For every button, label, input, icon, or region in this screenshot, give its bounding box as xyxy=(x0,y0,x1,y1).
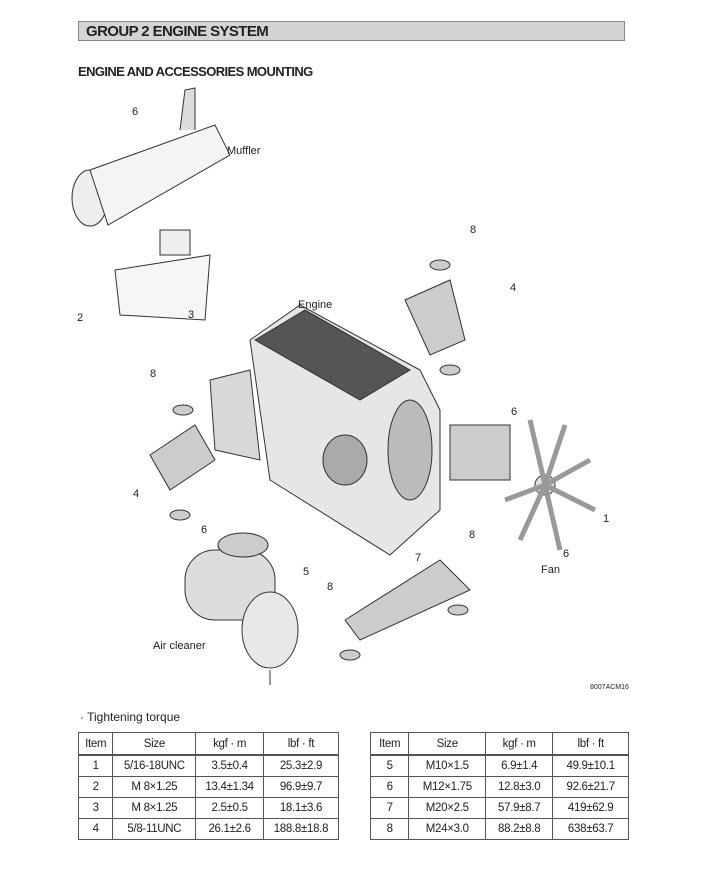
header-item: Item xyxy=(369,732,410,756)
air-cleaner-label: Air cleaner xyxy=(153,640,206,652)
cell: 2 xyxy=(77,776,114,798)
cell: 188.8±18.8 xyxy=(262,818,340,840)
header-size: Size xyxy=(408,732,487,756)
table-header: Item Size kgf · m lbf · ft xyxy=(77,732,340,756)
cell: 638±63.7 xyxy=(552,818,629,840)
cell: 8 xyxy=(369,818,410,840)
header-lbf: lbf · ft xyxy=(262,732,340,756)
callout-8: 8 xyxy=(469,529,476,541)
table-header: Item Size kgf · m lbf · ft xyxy=(369,732,629,756)
callout-6: 6 xyxy=(201,524,208,536)
cell: 57.9±8.7 xyxy=(485,797,554,819)
group-title: GROUP 2 ENGINE SYSTEM xyxy=(78,21,625,41)
air-cleaner-drawing xyxy=(184,532,299,685)
callout-5: 5 xyxy=(303,566,310,578)
torque-title: · Tightening torque xyxy=(80,710,181,724)
cell: 49.9±10.1 xyxy=(552,754,629,777)
muffler-label: Muffler xyxy=(227,145,261,157)
cell: 1 xyxy=(77,754,114,777)
engine-label: Engine xyxy=(298,299,333,311)
cell: 88.2±8.8 xyxy=(485,818,554,840)
cell: 3.5±0.4 xyxy=(195,754,264,777)
engine-mounting-diagram xyxy=(71,87,597,685)
cell: 96.9±9.7 xyxy=(262,776,340,798)
muffler-drawing xyxy=(71,87,231,321)
cell: 2.5±0.5 xyxy=(195,797,264,819)
callout-8: 8 xyxy=(150,368,157,380)
header-kgf: kgf · m xyxy=(485,732,554,756)
cell: 92.6±21.7 xyxy=(552,776,629,798)
cell: 13.4±1.34 xyxy=(195,776,264,798)
engine-drawing xyxy=(209,304,441,556)
callout-8: 8 xyxy=(470,224,477,236)
cell: 18.1±3.6 xyxy=(262,797,340,819)
cell: 26.1±2.6 xyxy=(195,818,264,840)
header-kgf: kgf · m xyxy=(195,732,264,756)
cell: 6 xyxy=(369,776,410,798)
cell: 12.8±3.0 xyxy=(485,776,554,798)
cell: M 8×1.25 xyxy=(112,776,197,798)
cell: 7 xyxy=(369,797,410,819)
callout-7: 7 xyxy=(415,552,422,564)
callout-3: 3 xyxy=(188,309,195,321)
cell: 5/16-18UNC xyxy=(112,754,197,777)
callout-2: 2 xyxy=(77,312,84,324)
callout-4: 4 xyxy=(510,282,517,294)
fan-drawing xyxy=(449,419,597,551)
fan-label: Fan xyxy=(541,564,560,576)
cell: 25.3±2.9 xyxy=(262,754,340,777)
cell: M24×3.0 xyxy=(408,818,487,840)
cell: 3 xyxy=(77,797,114,819)
mounts-drawing xyxy=(149,259,471,661)
cell: M10×1.5 xyxy=(408,754,487,777)
callout-8: 8 xyxy=(327,581,334,593)
cell: 419±62.9 xyxy=(552,797,629,819)
header-lbf: lbf · ft xyxy=(552,732,629,756)
callout-6: 6 xyxy=(511,406,518,418)
cell: 5/8-11UNC xyxy=(112,818,197,840)
cell: M 8×1.25 xyxy=(112,797,197,819)
callout-6: 6 xyxy=(563,548,570,560)
cell: 5 xyxy=(369,754,410,777)
section-title: ENGINE AND ACCESSORIES MOUNTING xyxy=(78,64,313,79)
callout-4: 4 xyxy=(133,488,140,500)
callout-1: 1 xyxy=(603,513,610,525)
callout-6: 6 xyxy=(132,106,139,118)
cell: 4 xyxy=(77,818,114,840)
header-item: Item xyxy=(77,732,114,756)
cell: M12×1.75 xyxy=(408,776,487,798)
cell: M20×2.5 xyxy=(408,797,487,819)
header-size: Size xyxy=(112,732,197,756)
cell: 6.9±1.4 xyxy=(485,754,554,777)
figure-code: 8007ACM16 xyxy=(590,684,629,691)
